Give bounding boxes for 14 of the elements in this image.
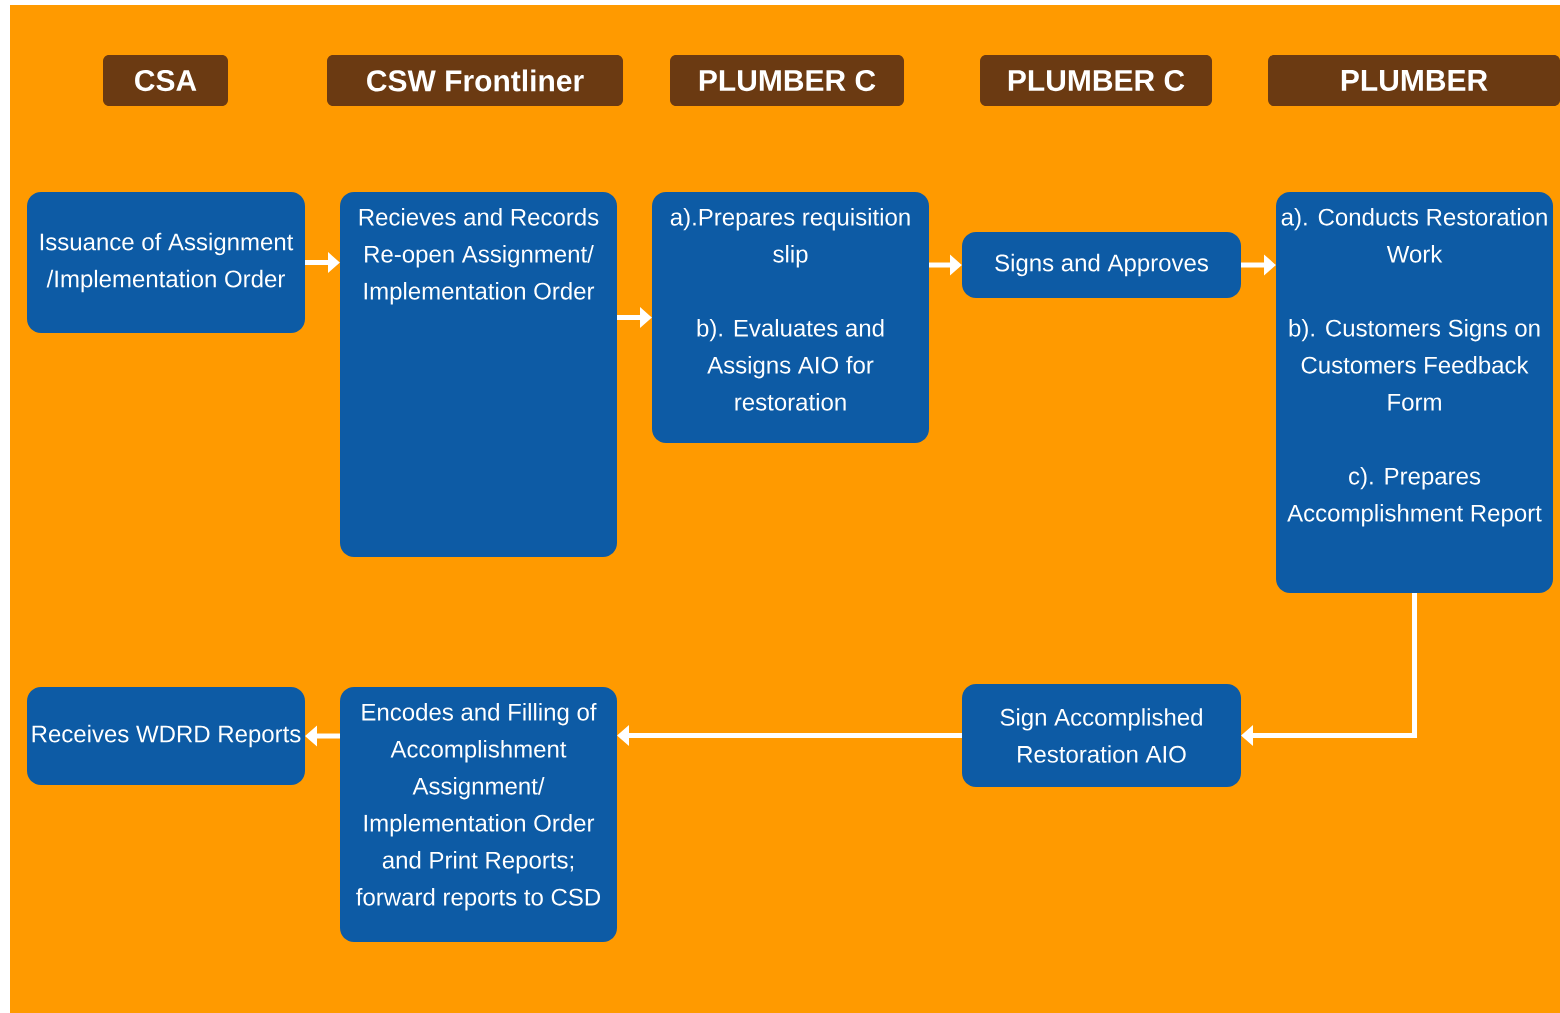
column-header: PLUMBER: [1268, 55, 1560, 106]
column-header: CSA: [103, 55, 228, 106]
process-box: Receives WDRD Reports: [27, 687, 305, 785]
process-box: Recieves and Records Re-open Assignment/ Implementation Order: [340, 192, 617, 557]
process-box: Sign Accomplished Restoration AIO: [962, 684, 1241, 787]
process-box: Signs and Approves: [962, 232, 1241, 298]
column-header: PLUMBER C: [980, 55, 1212, 106]
process-box: a).Prepares requisition slip b). Evaluates and Assigns AIO for restoration: [652, 192, 929, 443]
process-box: Encodes and Filling of Accomplishment Assignment/ Implementation Order and Print Reports; forward reports to CSD: [340, 687, 617, 942]
arrow: [1241, 593, 1417, 746]
column-header: PLUMBER C: [670, 55, 904, 106]
column-header: CSW Frontliner: [327, 55, 623, 106]
process-box: a). Conducts Restoration Work b). Customers Signs on Customers Feedback Form c). Prepares Accomplishment Report: [1276, 192, 1553, 593]
process-box: Issuance of Assignment /Implementation Order: [27, 192, 305, 333]
